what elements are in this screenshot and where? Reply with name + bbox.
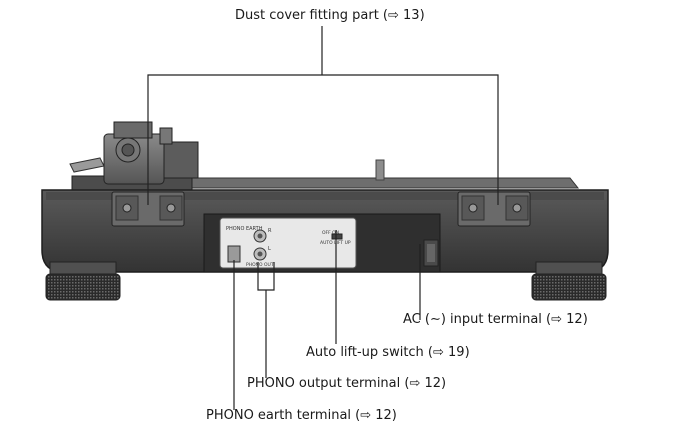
foot-left: [45, 261, 121, 301]
earth-terminal-icon: [227, 245, 241, 263]
dust-cover-hinge-right: [457, 191, 531, 227]
panel-label-phono-earth: PHONO EARTH: [226, 226, 263, 232]
panel-label-r: R: [268, 228, 272, 234]
tonearm-icon: [69, 121, 199, 191]
dust-cover-hinge-left: [111, 191, 185, 227]
panel-label-switch: OFF ON: [322, 230, 339, 236]
foot-right: [531, 261, 607, 301]
spindle-icon: [375, 159, 385, 181]
callout-ac-input: AC (∼) input terminal (⇨ 12): [403, 312, 588, 327]
top-plate: [183, 159, 580, 189]
ac-inlet-icon: [423, 239, 439, 267]
panel-label-l: L: [268, 246, 271, 252]
leader-lines: [147, 26, 499, 410]
panel-label-phono-out: PHONO OUT: [246, 262, 274, 268]
callout-phono-earth: PHONO earth terminal (⇨ 12): [206, 408, 397, 423]
callout-dust-cover: Dust cover fitting part (⇨ 13): [235, 8, 425, 23]
callout-auto-lift: Auto lift-up switch (⇨ 19): [306, 345, 470, 360]
auto-lift-switch-icon[interactable]: [331, 233, 343, 240]
callout-phono-output: PHONO output terminal (⇨ 12): [247, 376, 447, 391]
